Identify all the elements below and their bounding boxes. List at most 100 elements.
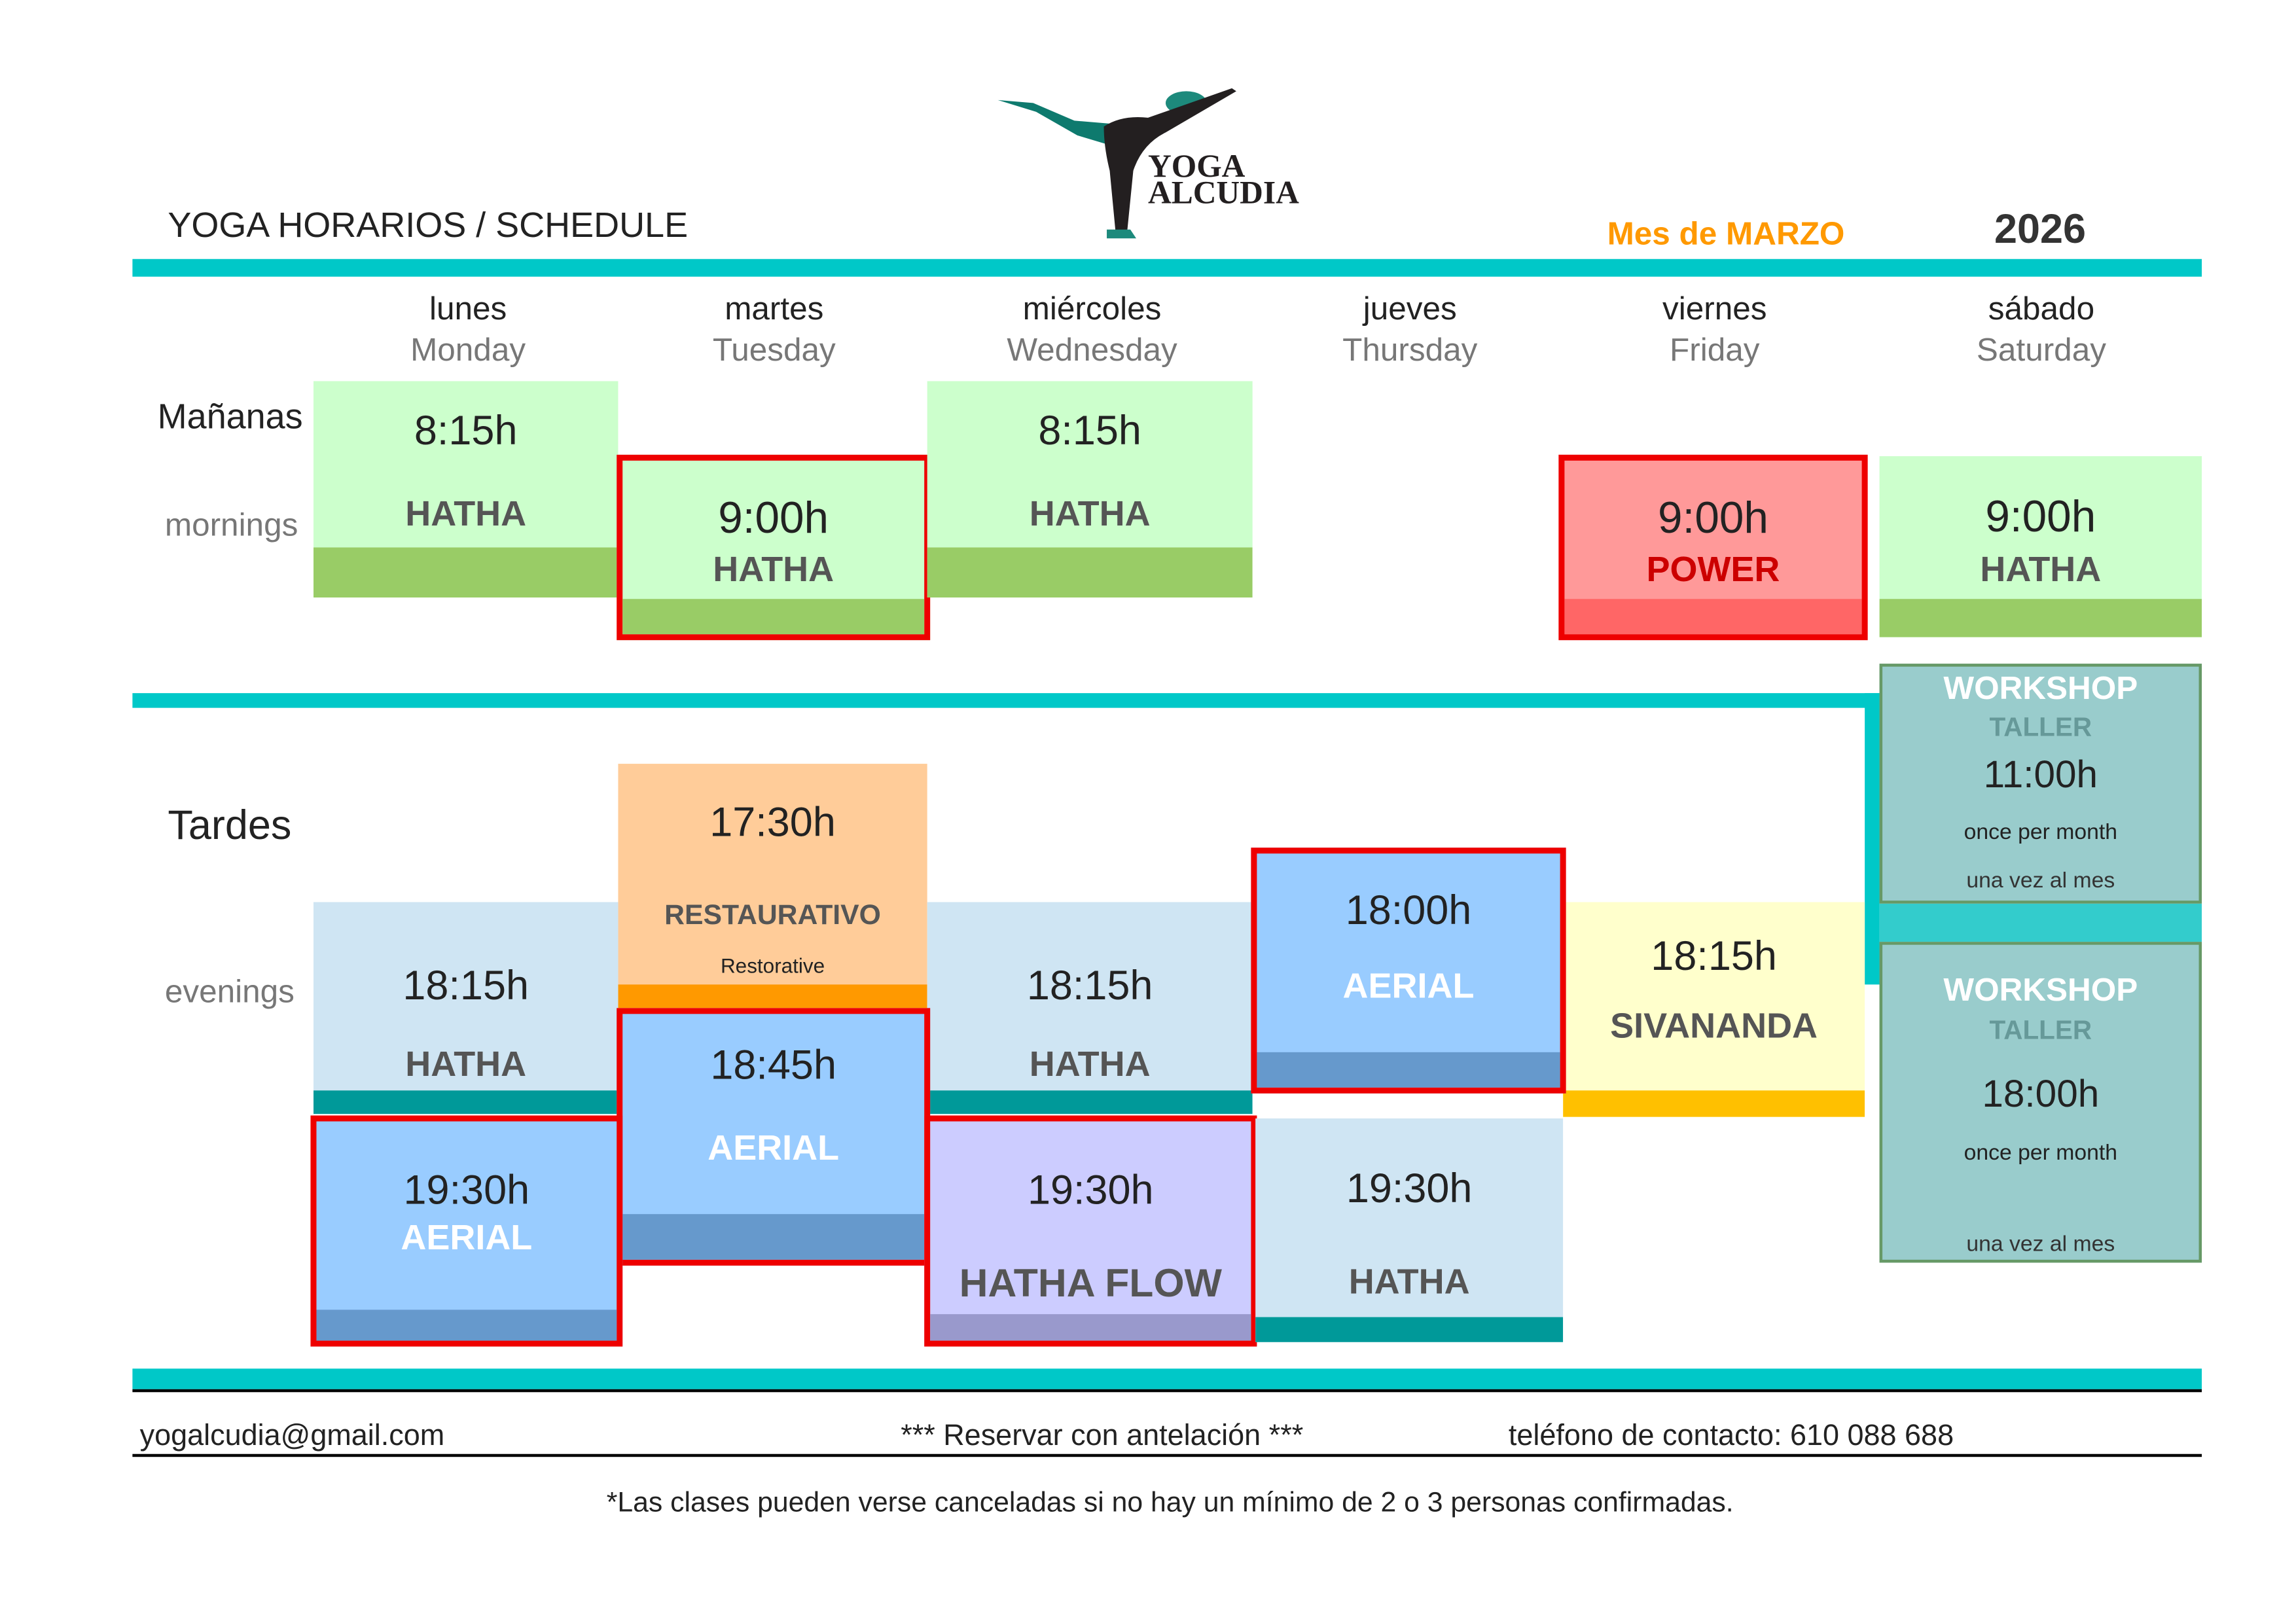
- class-name: AERIAL: [1342, 967, 1475, 1007]
- class-name: SIVANANDA: [1610, 1007, 1818, 1046]
- day-es: martes: [725, 289, 824, 327]
- mornings-label-es: Mañanas: [157, 397, 303, 437]
- day-es: sábado: [1988, 289, 2095, 327]
- class-time: 19:30h: [1027, 1167, 1154, 1213]
- class-block-thu-evening-2[interactable]: 19:30h HATHA: [1255, 1118, 1564, 1342]
- class-time: 9:00h: [718, 494, 829, 543]
- divider-line: [132, 1389, 2202, 1393]
- evenings-label-es: Tardes: [168, 802, 292, 848]
- workshop-frequency-en: once per month: [1964, 819, 2118, 845]
- class-block-wed-evening-1[interactable]: 18:15h HATHA: [927, 902, 1253, 1115]
- color-band: [313, 1090, 619, 1115]
- class-block-fri-morning[interactable]: 9:00h POWER: [1558, 454, 1868, 641]
- class-block-tue-morning[interactable]: 9:00h HATHA: [617, 454, 931, 641]
- cancellation-disclaimer: *Las clases pueden verse canceladas si n…: [606, 1488, 1734, 1519]
- day-en: Saturday: [1976, 330, 2106, 368]
- workshop-block-2[interactable]: WORKSHOP TALLER 18:00h once per month un…: [1879, 942, 2202, 1263]
- class-name: HATHA: [405, 1044, 527, 1085]
- day-en: Tuesday: [712, 330, 836, 368]
- color-band: [618, 984, 927, 1008]
- workshop-time: 18:00h: [1982, 1071, 2100, 1116]
- divider-line: [132, 1454, 2202, 1457]
- workshop-title: WORKSHOP: [1943, 971, 2138, 1008]
- evenings-label-en: evenings: [164, 972, 295, 1010]
- day-es: miércoles: [1022, 289, 1162, 327]
- yoga-alcudia-logo: YOGA ALCUDIA: [989, 82, 1320, 244]
- color-band: [1257, 1052, 1560, 1088]
- color-band: [930, 1314, 1251, 1341]
- workshop-frequency-es: una vez al mes: [1966, 1232, 2115, 1257]
- mornings-label-en: mornings: [164, 506, 298, 543]
- class-block-mon-evening-1[interactable]: 18:15h HATHA: [313, 902, 619, 1115]
- day-en: Wednesday: [1007, 330, 1177, 368]
- year-label: 2026: [1994, 205, 2087, 252]
- middle-divider: [132, 693, 1880, 708]
- class-name: HATHA: [713, 550, 834, 590]
- day-es: viernes: [1662, 289, 1767, 327]
- workshop-block-1[interactable]: WORKSHOP TALLER 11:00h once per month un…: [1879, 664, 2202, 904]
- svg-text:YOGA: YOGA: [1148, 148, 1246, 184]
- class-block-thu-evening-1[interactable]: 18:00h AERIAL: [1251, 847, 1566, 1094]
- class-block-mon-morning[interactable]: 8:15h HATHA: [313, 381, 619, 597]
- color-band: [622, 599, 925, 635]
- class-name: HATHA FLOW: [959, 1261, 1222, 1306]
- class-time: 18:15h: [1026, 962, 1153, 1008]
- yoga-figure-icon: YOGA ALCUDIA: [997, 88, 1299, 239]
- class-name: HATHA: [1029, 1044, 1151, 1085]
- day-en: Thursday: [1342, 330, 1478, 368]
- contact-email[interactable]: yogalcudia@gmail.com: [139, 1419, 445, 1453]
- month-label: Mes de MARZO: [1607, 215, 1845, 252]
- class-name: HATHA: [1348, 1262, 1470, 1303]
- workshop-time: 11:00h: [1983, 752, 2098, 796]
- contact-phone: teléfono de contacto: 610 088 688: [1508, 1419, 1954, 1453]
- class-name: HATHA: [405, 494, 527, 535]
- class-time: 18:00h: [1345, 887, 1472, 933]
- class-block-tue-evening-2[interactable]: 18:45h AERIAL: [617, 1008, 931, 1266]
- class-block-wed-morning[interactable]: 8:15h HATHA: [927, 381, 1253, 597]
- class-name: AERIAL: [401, 1218, 533, 1258]
- color-band: [622, 1214, 925, 1260]
- class-name: POWER: [1646, 550, 1780, 590]
- class-time: 19:30h: [403, 1167, 530, 1213]
- bottom-divider: [132, 1368, 2202, 1389]
- class-block-wed-evening-2[interactable]: 19:30h HATHA FLOW: [924, 1115, 1257, 1347]
- class-time: 17:30h: [709, 799, 836, 845]
- svg-text:ALCUDIA: ALCUDIA: [1148, 174, 1299, 210]
- class-block-sat-morning[interactable]: 9:00h HATHA: [1879, 456, 2202, 637]
- top-divider: [132, 259, 2202, 277]
- class-time: 8:15h: [414, 407, 518, 454]
- class-name: HATHA: [1029, 494, 1151, 535]
- day-es: lunes: [429, 289, 507, 327]
- workshop-frequency-es: una vez al mes: [1966, 868, 2115, 893]
- color-band: [927, 1090, 1253, 1115]
- color-band: [1564, 599, 1862, 635]
- class-name: RESTAURATIVO: [664, 901, 881, 932]
- color-band: [1879, 599, 2202, 637]
- color-band: [313, 547, 619, 597]
- class-name: HATHA: [1980, 550, 2102, 590]
- class-time: 9:00h: [1658, 494, 1768, 543]
- color-band: [316, 1310, 617, 1341]
- day-en: Friday: [1670, 330, 1760, 368]
- day-en: Monday: [410, 330, 526, 368]
- class-name: AERIAL: [708, 1128, 840, 1169]
- workshop-subtitle: TALLER: [1989, 1015, 2092, 1045]
- class-block-tue-evening-1[interactable]: 17:30h RESTAURATIVO Restorative: [618, 764, 927, 1008]
- middle-divider-vertical: [1865, 693, 1880, 985]
- class-time: 9:00h: [1985, 493, 2096, 542]
- class-block-fri-evening-1[interactable]: 18:15h SIVANANDA: [1563, 902, 1865, 1117]
- class-block-mon-evening-2[interactable]: 19:30h AERIAL: [310, 1115, 623, 1347]
- reserve-note: *** Reservar con antelación ***: [901, 1419, 1304, 1453]
- class-time: 8:15h: [1038, 407, 1141, 454]
- class-time: 18:15h: [1651, 933, 1777, 979]
- color-band: [927, 547, 1253, 597]
- workshop-divider: [1879, 903, 2202, 942]
- class-time: 18:15h: [403, 962, 529, 1008]
- color-band: [1255, 1317, 1564, 1342]
